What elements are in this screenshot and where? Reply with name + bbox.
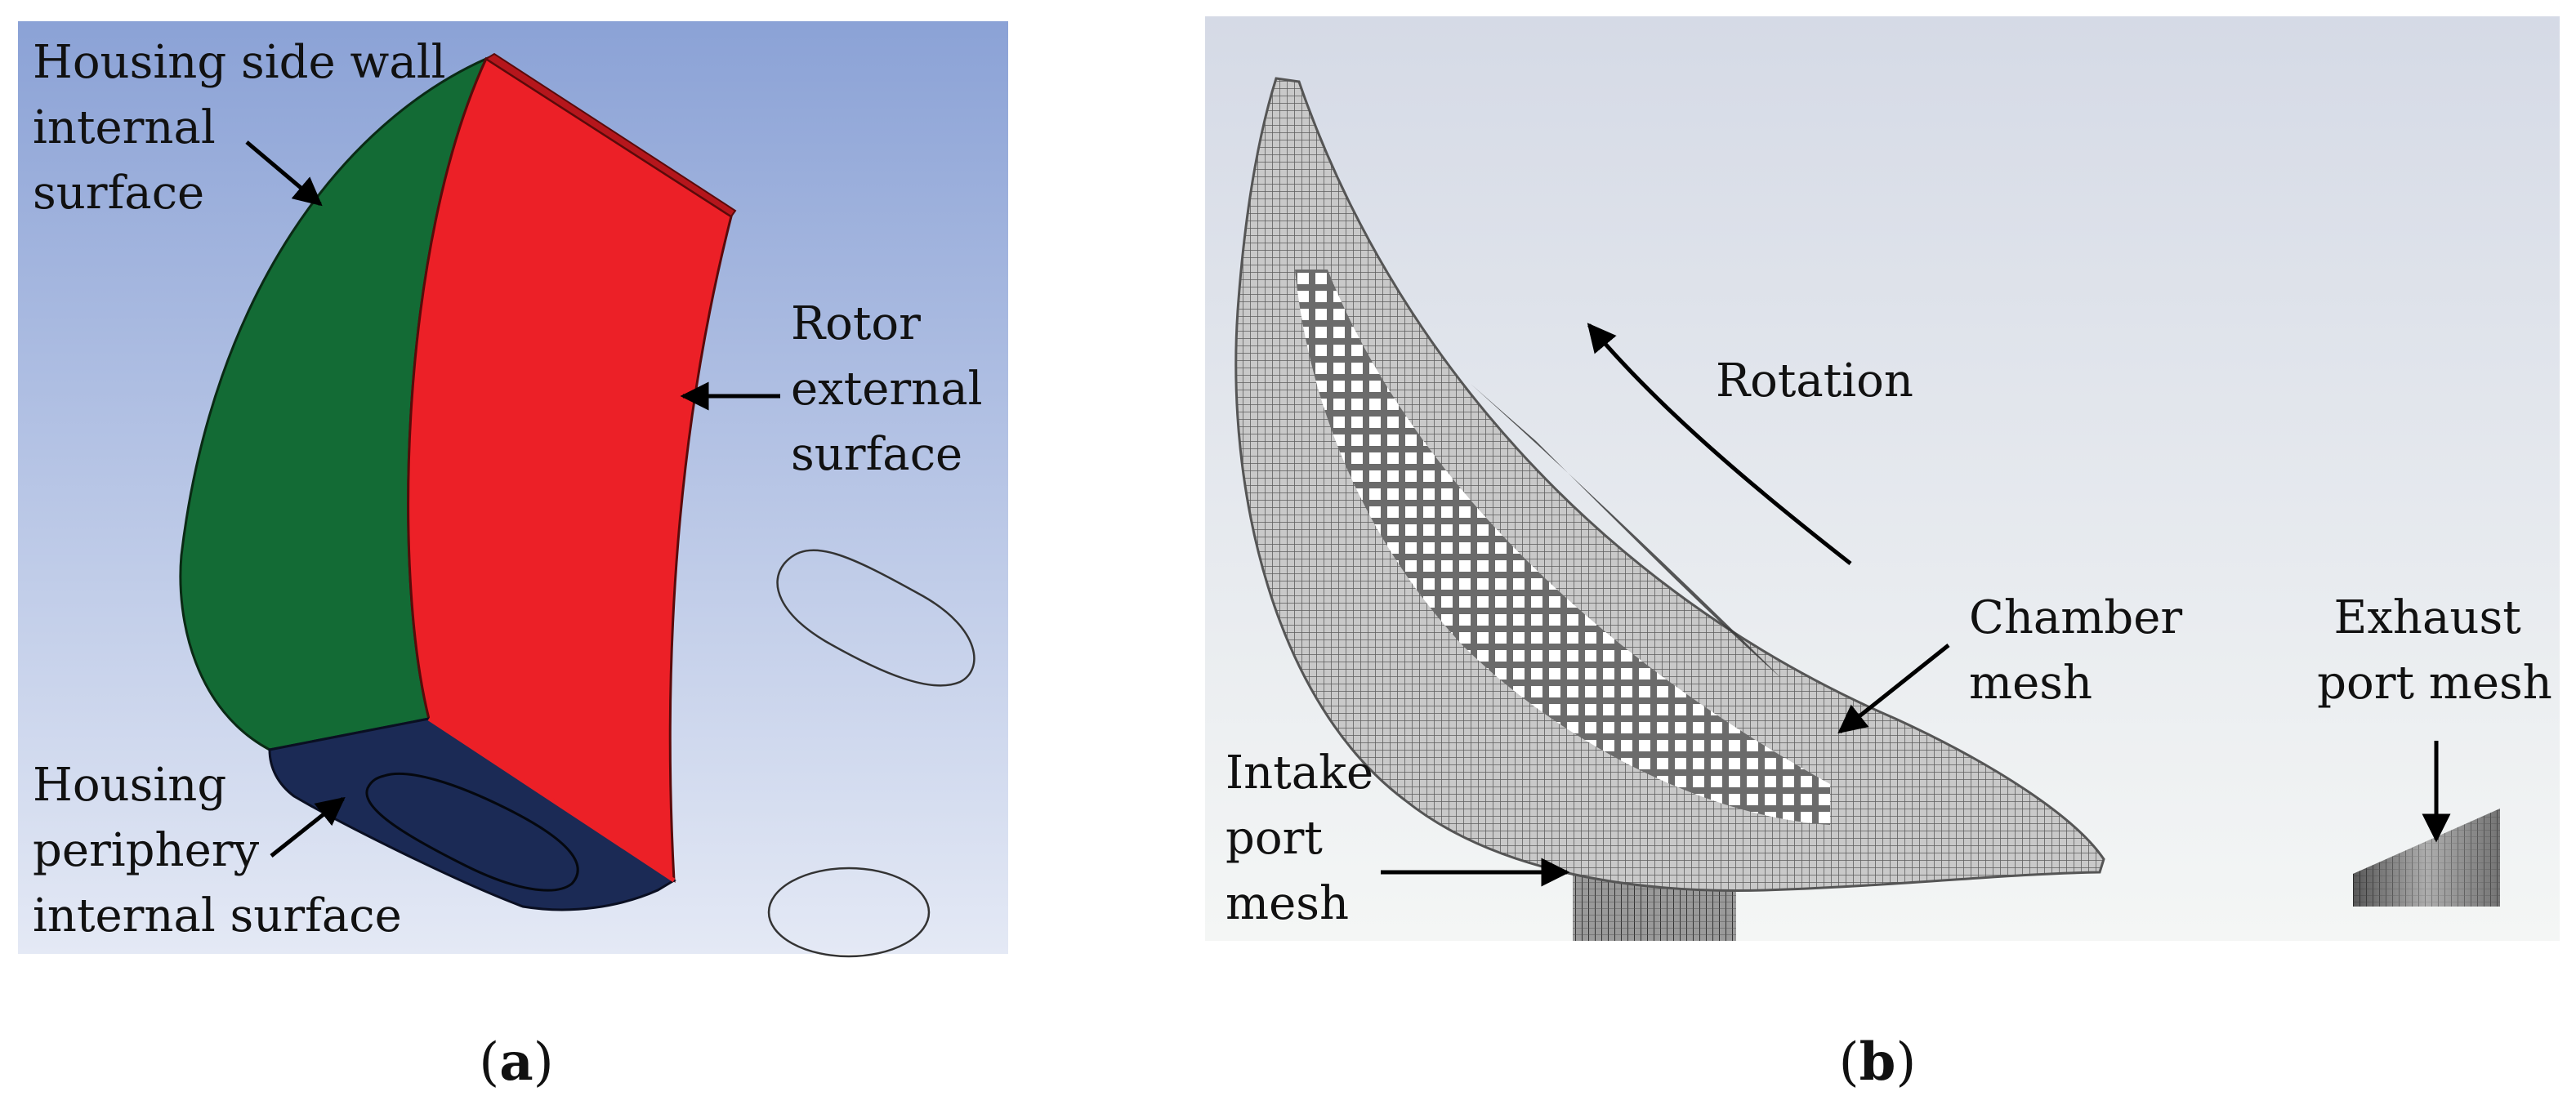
caption-b-close: ) xyxy=(1895,1032,1916,1093)
caption-a-letter: a xyxy=(499,1031,533,1093)
chamber-coarse-region xyxy=(1295,270,1830,825)
chamber-label: Chamber mesh xyxy=(1969,591,2197,710)
side-wall-label-line-3: surface xyxy=(33,167,204,220)
intake-label-line-3: mesh xyxy=(1225,877,1349,930)
port-outline-upper xyxy=(776,549,975,687)
side-wall-arrow xyxy=(245,140,323,207)
port-outline-lower xyxy=(767,867,931,958)
periphery-label-line-2: periphery xyxy=(33,824,259,877)
caption-a: (a) xyxy=(479,1031,553,1093)
side-wall-label: Housing side wall internal surface xyxy=(33,36,460,220)
rotor-label: Rotor external surface xyxy=(791,297,997,481)
rotation-label: Rotation xyxy=(1716,354,1913,408)
intake-label-line-1: Intake xyxy=(1225,746,1373,800)
rotor-label-line-1: Rotor xyxy=(791,297,921,350)
exhaust-label-line-1: Exhaust xyxy=(2333,591,2521,644)
caption-a-close: ) xyxy=(534,1032,554,1093)
rotor-label-line-3: surface xyxy=(791,428,962,481)
intake-label: Intake port mesh xyxy=(1225,746,1388,930)
panel-a: Housing side wall internal surface Rotor… xyxy=(18,21,1008,1093)
caption-b: (b) xyxy=(1839,1031,1917,1093)
caption-b-open: ( xyxy=(1839,1032,1859,1093)
chamber-label-line-1: Chamber xyxy=(1969,591,2182,644)
periphery-edge xyxy=(427,716,676,883)
chamber-inner-wall xyxy=(1471,384,1781,678)
caption-a-open: ( xyxy=(479,1032,499,1093)
chamber-label-line-2: mesh xyxy=(1969,657,2092,710)
periphery-label-line-1: Housing xyxy=(33,759,226,812)
side-wall-label-line-2: internal xyxy=(33,101,216,154)
rotor-label-line-2: external xyxy=(791,363,983,416)
housing-periphery-surface xyxy=(268,717,676,911)
rotor-top-edge xyxy=(484,52,737,218)
periphery-arrow xyxy=(270,796,346,858)
intake-label-line-2: port xyxy=(1225,812,1323,865)
periphery-label-line-3: internal surface xyxy=(33,889,402,942)
periphery-port-outline xyxy=(365,772,579,892)
chamber-mesh xyxy=(1234,77,2105,892)
caption-b-letter: b xyxy=(1859,1031,1896,1093)
panel-b: Rotation Chamber mesh Exhaust port mesh … xyxy=(1205,16,2560,1093)
exhaust-label-line-2: port mesh xyxy=(2317,657,2552,710)
chamber-arrow xyxy=(1837,644,1950,734)
exhaust-label: Exhaust port mesh xyxy=(2317,591,2552,710)
exhaust-port-mesh-lines xyxy=(2353,809,2500,907)
side-wall-label-line-1: Housing side wall xyxy=(33,36,446,89)
rotation-arrow xyxy=(1587,323,1852,565)
periphery-label: Housing periphery internal surface xyxy=(33,759,402,942)
